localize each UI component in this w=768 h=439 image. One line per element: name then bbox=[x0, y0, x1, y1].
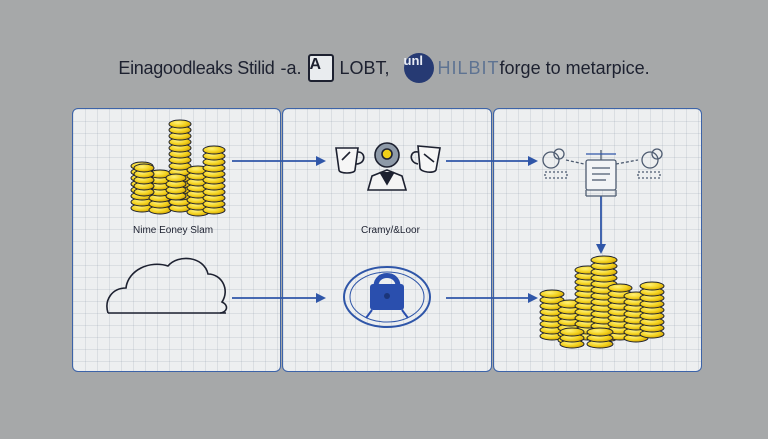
coffee-mug-icon bbox=[335, 147, 365, 174]
coin bbox=[607, 283, 633, 293]
coin bbox=[586, 327, 614, 337]
title-text-1: Einagoodleaks Stilid bbox=[118, 57, 275, 78]
coin bbox=[168, 119, 192, 129]
padlock-icon bbox=[343, 266, 431, 328]
title-square-badge: A bbox=[307, 54, 334, 82]
coin bbox=[559, 327, 585, 337]
coffee-mug-icon bbox=[410, 145, 441, 173]
cloud-icon bbox=[106, 257, 228, 314]
title-text-1-suffix: -a. bbox=[280, 57, 302, 78]
coin bbox=[639, 281, 665, 291]
coin bbox=[539, 289, 565, 299]
network-nodes-icon bbox=[542, 148, 663, 197]
coin bbox=[590, 255, 618, 265]
coin bbox=[202, 145, 226, 155]
panel-middle-label: Cramy/&Loor bbox=[361, 225, 420, 236]
coin-stacks-icon bbox=[130, 119, 226, 217]
coin bbox=[133, 163, 155, 173]
coin bbox=[165, 173, 187, 183]
coin-stacks-icon bbox=[539, 255, 665, 349]
title-circle-badge: unl bbox=[403, 53, 434, 83]
title-text-2: LOBT, bbox=[339, 57, 390, 78]
title-ghost-text: HILBIT bbox=[437, 57, 500, 78]
person-icon bbox=[366, 142, 408, 191]
panel-left-label: Nime Eoney Slam bbox=[133, 225, 214, 236]
title-text-3: HILBITforge to metarpice. bbox=[438, 58, 650, 79]
diagram-title: Einagoodleaks Stilid -a. A LOBT, unl HIL… bbox=[0, 50, 768, 86]
title-text-3-main: forge to metarpice. bbox=[499, 57, 650, 78]
